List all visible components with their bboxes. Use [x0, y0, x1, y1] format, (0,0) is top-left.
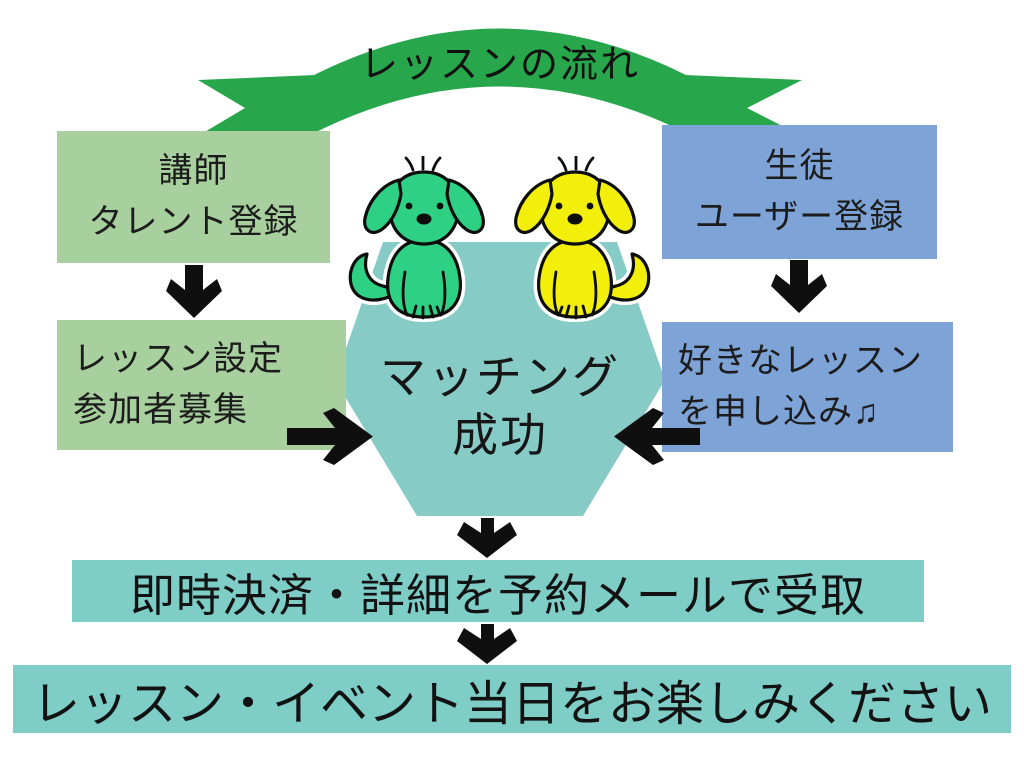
- box-text-line: ユーザー登録: [694, 198, 905, 236]
- arrow-down-hexagon-to-banner-icon: [457, 518, 517, 558]
- green-puppy-illustration: [343, 156, 505, 322]
- matching-success-label: マッチング 成功: [330, 349, 670, 465]
- banner-text: レッスン・イベント当日をお楽しみください: [31, 678, 992, 731]
- arrow-right-into-hexagon-icon: [287, 408, 373, 465]
- title-ribbon-shape: [198, 28, 802, 143]
- box-text-line: 好きなレッスン: [678, 342, 923, 380]
- box-text-line: 講師: [158, 152, 229, 190]
- hex-text-line: マッチング: [380, 351, 620, 403]
- box-text-line: 生徒: [764, 147, 835, 185]
- hex-text-line: 成功: [452, 408, 548, 461]
- arrow-left-into-hexagon-icon: [614, 408, 700, 465]
- box-text-line: を申し込み♫: [678, 393, 880, 431]
- lesson-setup-box: レッスン設定 参加者募集: [57, 320, 346, 450]
- diagram-title: レッスンの流れ: [359, 44, 640, 86]
- box-text-line: 参加者募集: [73, 391, 248, 429]
- yellow-puppy-illustration: [494, 156, 656, 322]
- arrow-down-right-icon: [771, 260, 827, 313]
- payment-confirmation-banner: 即時決済・詳細を予約メールで受取: [72, 560, 924, 622]
- box-text-line: タレント登録: [88, 203, 299, 241]
- banner-text: 即時決済・詳細を予約メールで受取: [129, 569, 866, 621]
- student-register-box: 生徒 ユーザー登録: [662, 125, 937, 259]
- apply-lesson-box: 好きなレッスン を申し込み♫: [662, 322, 953, 452]
- instructor-register-box: 講師 タレント登録: [57, 131, 330, 263]
- arrow-down-left-icon: [166, 265, 222, 318]
- arrow-down-between-banners-icon: [457, 624, 517, 664]
- enjoy-event-banner: レッスン・イベント当日をお楽しみください: [13, 665, 1011, 733]
- box-text-line: レッスン設定: [73, 340, 283, 378]
